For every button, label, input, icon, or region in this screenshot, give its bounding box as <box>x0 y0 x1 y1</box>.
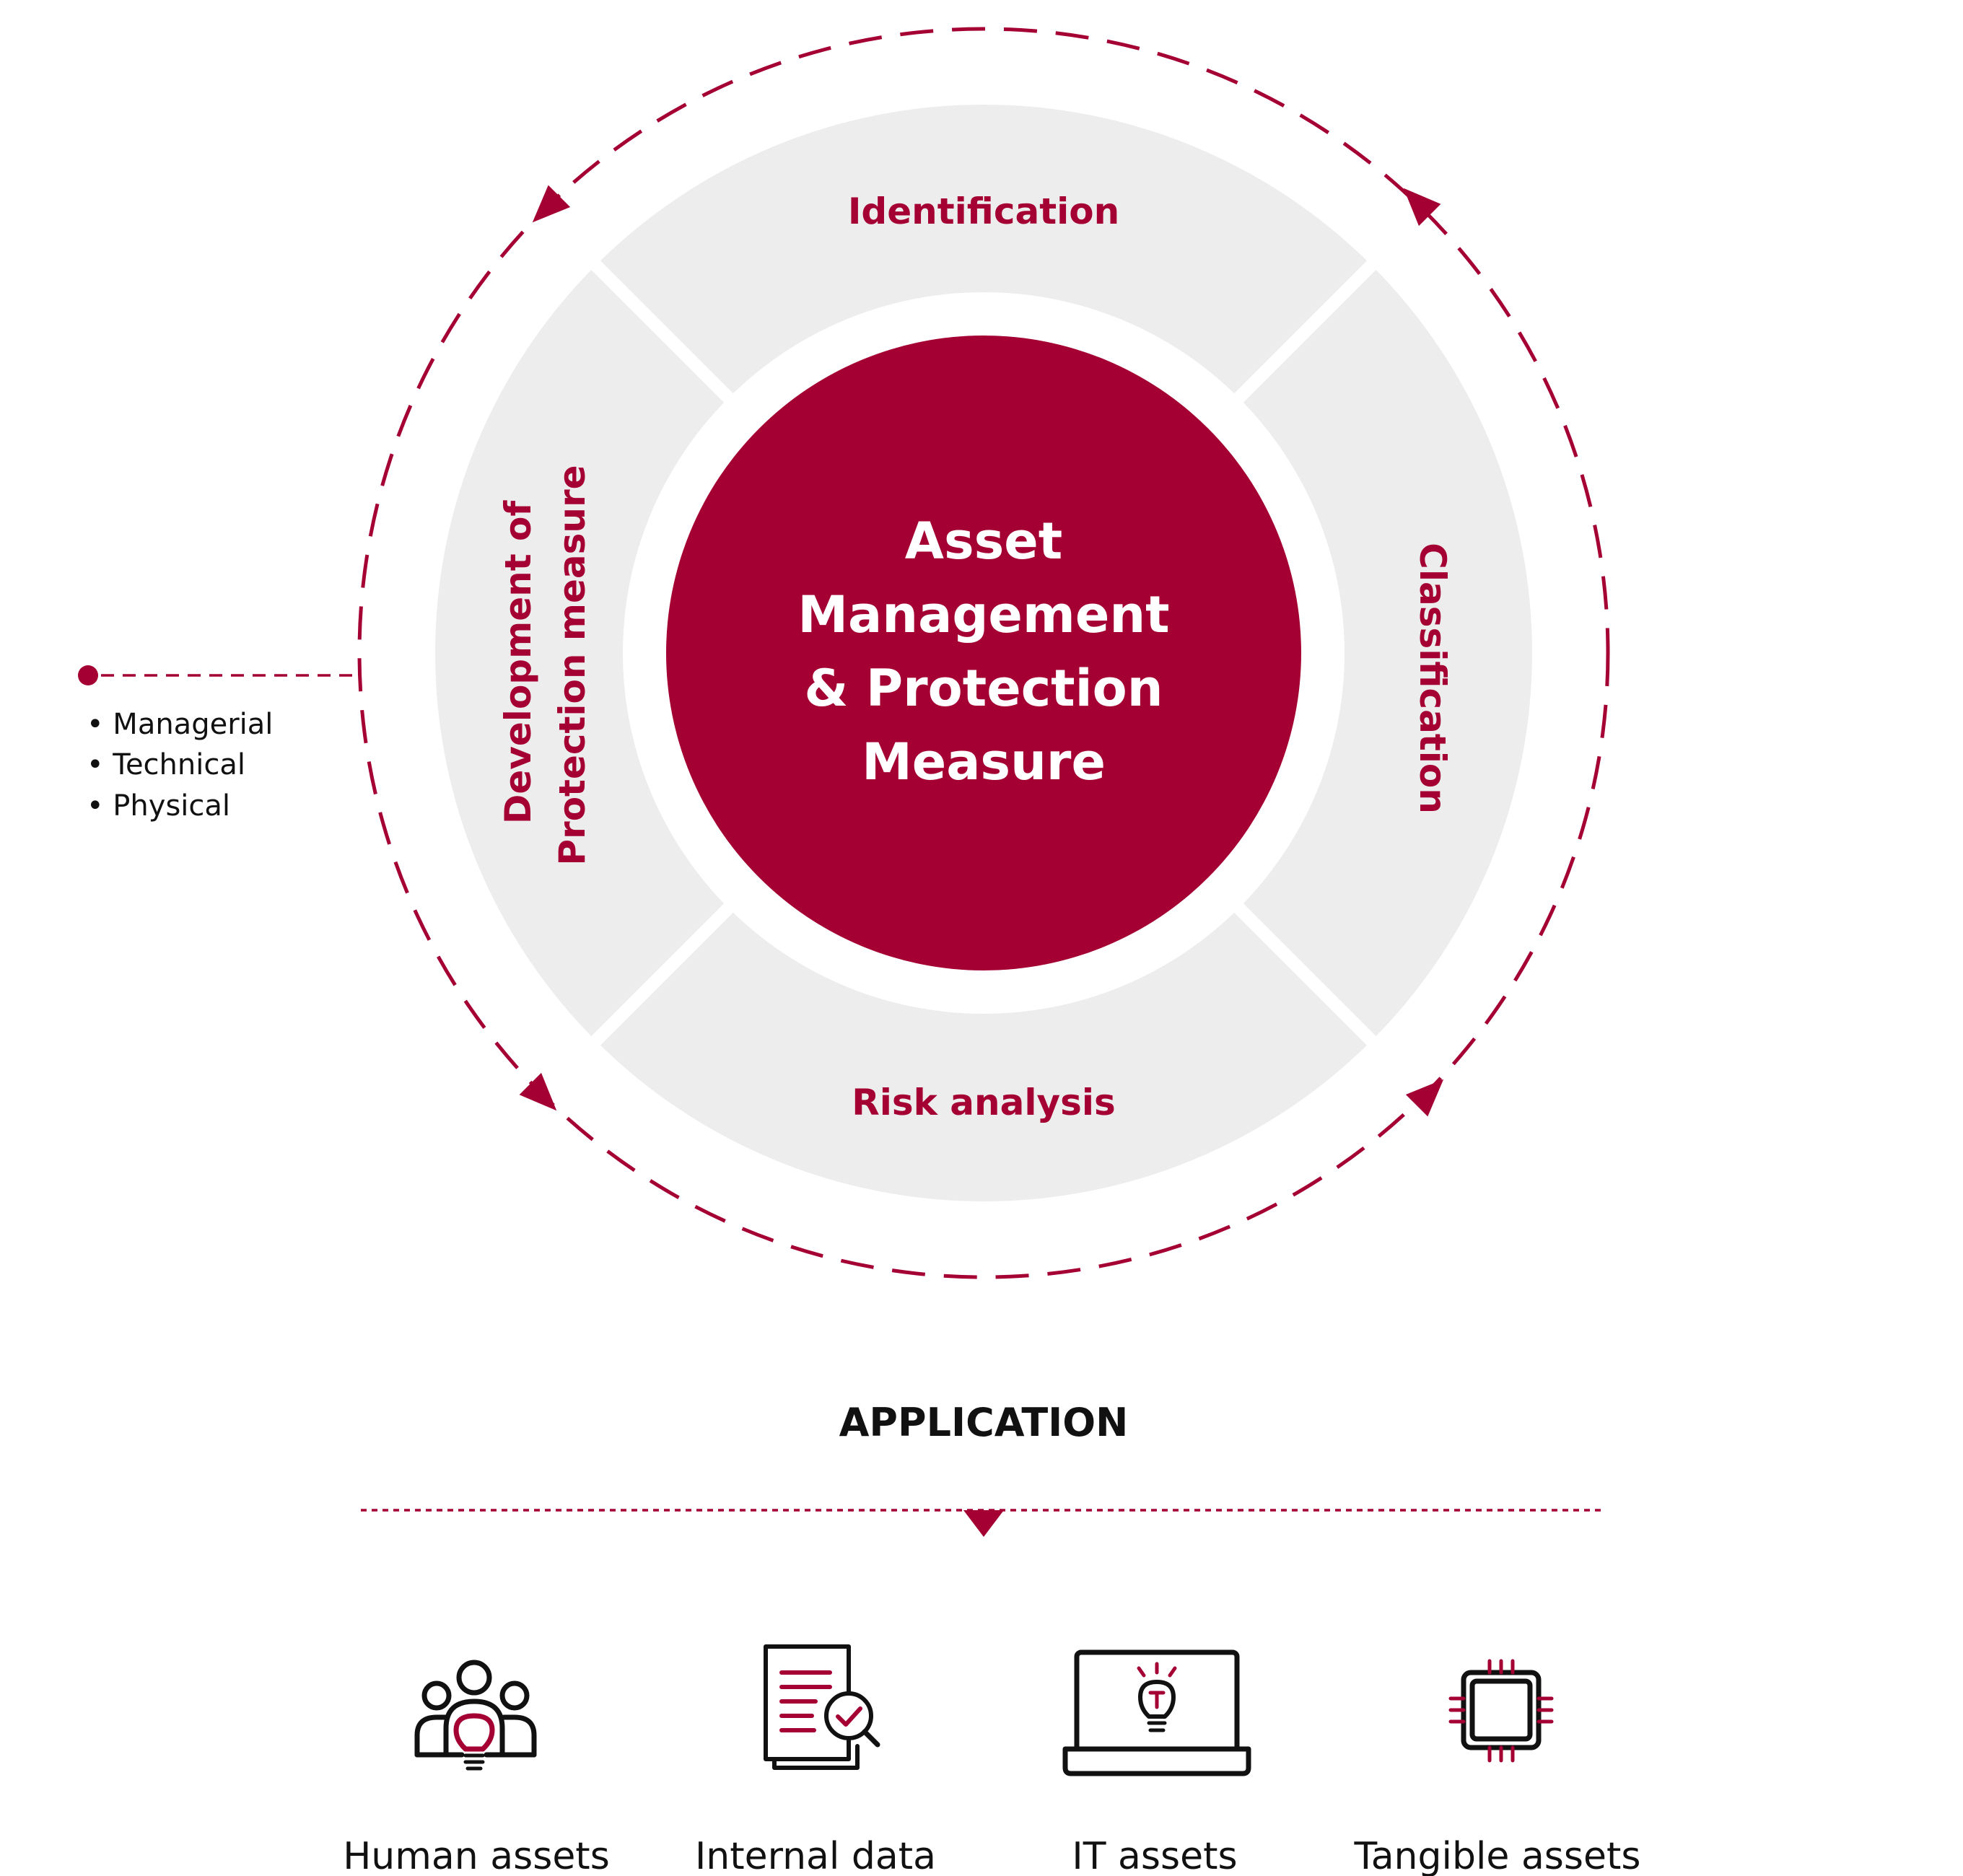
label-tangible-assets: Tangible assets <box>1354 1835 1641 1876</box>
measure-physical: • Physical <box>87 789 230 823</box>
application-down-arrow-icon <box>963 1510 1004 1537</box>
segment-development-line-1: Development of <box>497 500 539 824</box>
center-title-line-3: & Protection <box>804 659 1163 718</box>
center-title-line-4: Measure <box>862 732 1106 792</box>
chip-icon <box>1448 1659 1554 1763</box>
measure-managerial: • Managerial <box>87 708 273 741</box>
document-magnifier-check-icon <box>764 1644 880 1770</box>
center-title-line-1: Asset <box>905 512 1062 571</box>
arrow-bottom-left-icon <box>519 1072 557 1111</box>
label-human-assets: Human assets <box>343 1835 610 1876</box>
label-it-assets: IT assets <box>1072 1835 1237 1876</box>
segment-development-line-2: Protection measure <box>551 465 593 865</box>
label-internal-data: Internal data <box>695 1835 936 1876</box>
laptop-bulb-icon <box>1062 1649 1251 1776</box>
center-title-line-2: Management <box>797 585 1169 644</box>
outer-cycle-dashed-circle <box>357 27 1610 1279</box>
callout-dot <box>78 665 98 685</box>
people-bulb-icon <box>414 1660 537 1771</box>
segment-identification: Identification <box>848 190 1119 232</box>
application-heading: APPLICATION <box>839 1400 1129 1445</box>
arrow-top-right-icon <box>1403 188 1441 227</box>
segment-risk-analysis: Risk analysis <box>852 1082 1116 1123</box>
center-circle <box>666 336 1301 970</box>
segment-classification: Classification <box>1412 543 1453 814</box>
arrow-top-left-icon <box>532 185 571 223</box>
measure-technical: • Technical <box>87 748 245 781</box>
arrow-bottom-right-icon <box>1405 1079 1444 1117</box>
